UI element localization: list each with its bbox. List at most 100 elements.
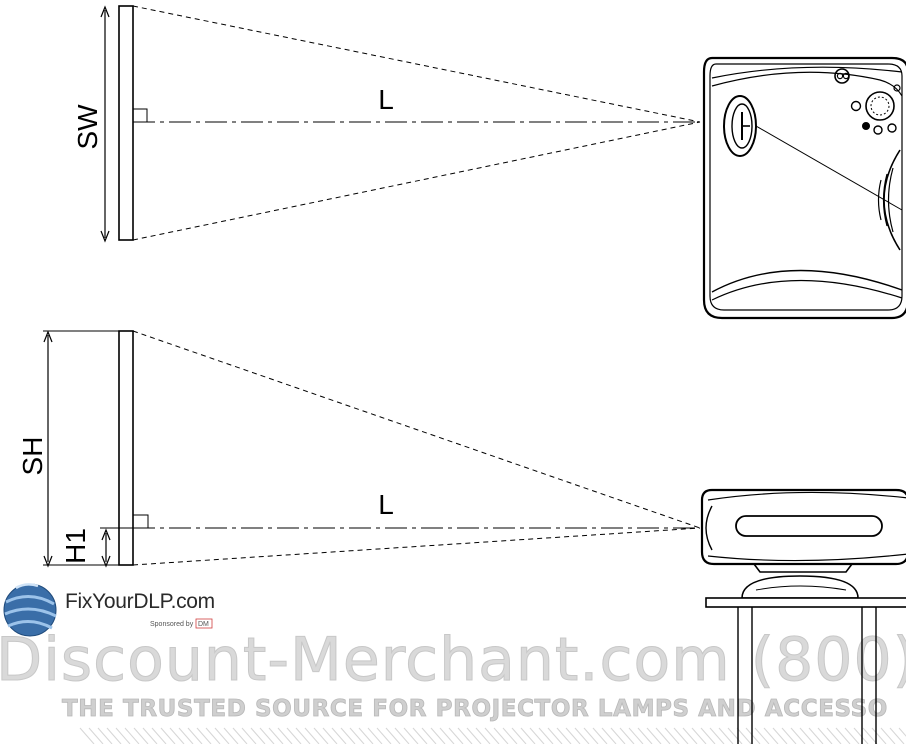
sponsor-badge-text: DM (198, 621, 209, 628)
hatch-line (637, 727, 653, 744)
label-top-l: L (378, 84, 394, 115)
hatch-line (628, 727, 644, 744)
hatch-line (502, 727, 518, 744)
hatch-line (178, 727, 194, 744)
hatch-line (97, 727, 113, 744)
lens-shadow-line (755, 125, 903, 211)
hatch-line (304, 727, 320, 744)
hatch-line (79, 727, 95, 744)
hatch-line (682, 727, 698, 744)
vent-slot-1 (887, 167, 894, 233)
top-cone-upper (132, 5, 701, 123)
hatch-line (808, 727, 824, 744)
label-sh: SH (17, 437, 48, 476)
hatch-line (601, 727, 617, 744)
hatch-line (700, 727, 716, 744)
hatch-line (772, 727, 788, 744)
sponsor-badge (195, 618, 213, 629)
hatch-line (115, 727, 131, 744)
hatch-line (493, 727, 509, 744)
side-cone-lower (132, 527, 701, 566)
projector-bottom-ridge (711, 269, 903, 293)
hatch-line (880, 727, 896, 744)
sw-arrow-bottom (100, 230, 110, 243)
hatch-line (457, 727, 473, 744)
hatch-line (385, 727, 401, 744)
projector-top-view (702, 56, 906, 320)
hatch-line (835, 727, 851, 744)
side-vent-curve (883, 149, 901, 251)
top-right-angle (133, 108, 148, 122)
hatch-line (124, 727, 140, 744)
hatch-line (511, 727, 527, 744)
control-dial-inner (870, 96, 890, 116)
hatch-line (250, 727, 266, 744)
hatch-line (799, 727, 815, 744)
top-view (100, 5, 701, 243)
hatch-line (466, 727, 482, 744)
control-dial-icon (865, 91, 895, 121)
hatch-line (538, 727, 554, 744)
hatch-line (268, 727, 284, 744)
hatch-line (322, 727, 338, 744)
hatch-line (646, 727, 662, 744)
hatch-line (421, 727, 437, 744)
globe-icon (3, 583, 57, 637)
hatch-line (223, 727, 239, 744)
power-button-dot-2 (842, 72, 850, 80)
hatch-line (727, 727, 743, 744)
projector-side-slot (735, 515, 883, 537)
hatch-line (439, 727, 455, 744)
hatch-line (133, 727, 149, 744)
sw-arrow-top (100, 5, 110, 18)
table-top (705, 597, 906, 608)
hatch-line (709, 727, 725, 744)
button-dot-3-icon (887, 123, 897, 133)
projector-stand-ridge (755, 585, 847, 591)
h1-arrow-top (101, 528, 111, 541)
vent-slot-2 (882, 173, 888, 227)
top-cone-lower (132, 121, 701, 241)
hatch-line (520, 727, 536, 744)
hatch-line (547, 727, 563, 744)
hatch-line (574, 727, 590, 744)
logo-text: FixYourDLP.com (65, 590, 215, 613)
hatch-line (412, 727, 428, 744)
projector-body-inner (709, 63, 903, 311)
hatch-line (394, 727, 410, 744)
vent-slot-3 (877, 179, 882, 221)
hatch-line (475, 727, 491, 744)
hatch-line (862, 727, 878, 744)
hatch-line (106, 727, 122, 744)
hatch-line (277, 727, 293, 744)
hatch-line (736, 727, 752, 744)
hatch-line (871, 727, 887, 744)
hatch-line (259, 727, 275, 744)
hatch-line (358, 727, 374, 744)
hatch-line (565, 727, 581, 744)
sh-arrow-bottom (43, 555, 53, 568)
sponsored-text: Sponsored by (150, 621, 194, 628)
hatch-line (673, 727, 689, 744)
side-view (43, 330, 701, 568)
side-screen (118, 330, 134, 566)
hatch-line (745, 727, 761, 744)
hatch-line (592, 727, 608, 744)
hatch-line (448, 727, 464, 744)
hatch-line (691, 727, 707, 744)
hatch-line (898, 727, 906, 737)
hatch-line (169, 727, 185, 744)
fixyourdlp-logo: FixYourDLP.com Sponsored by DM (3, 583, 215, 637)
watermark: Discount-Merchant.com (800) 281- THE TRU… (0, 625, 906, 744)
projector-side-bottom-ridge (707, 553, 906, 562)
hatch-line (817, 727, 833, 744)
hatch-line (763, 727, 779, 744)
hatch-line (232, 727, 248, 744)
hatch-line (529, 727, 545, 744)
projector-side-body (700, 488, 906, 566)
label-h1: H1 (60, 528, 91, 564)
hatch-line (187, 727, 203, 744)
label-sw: SW (72, 104, 103, 150)
hatch-line (151, 727, 167, 744)
hatch-line (844, 727, 860, 744)
